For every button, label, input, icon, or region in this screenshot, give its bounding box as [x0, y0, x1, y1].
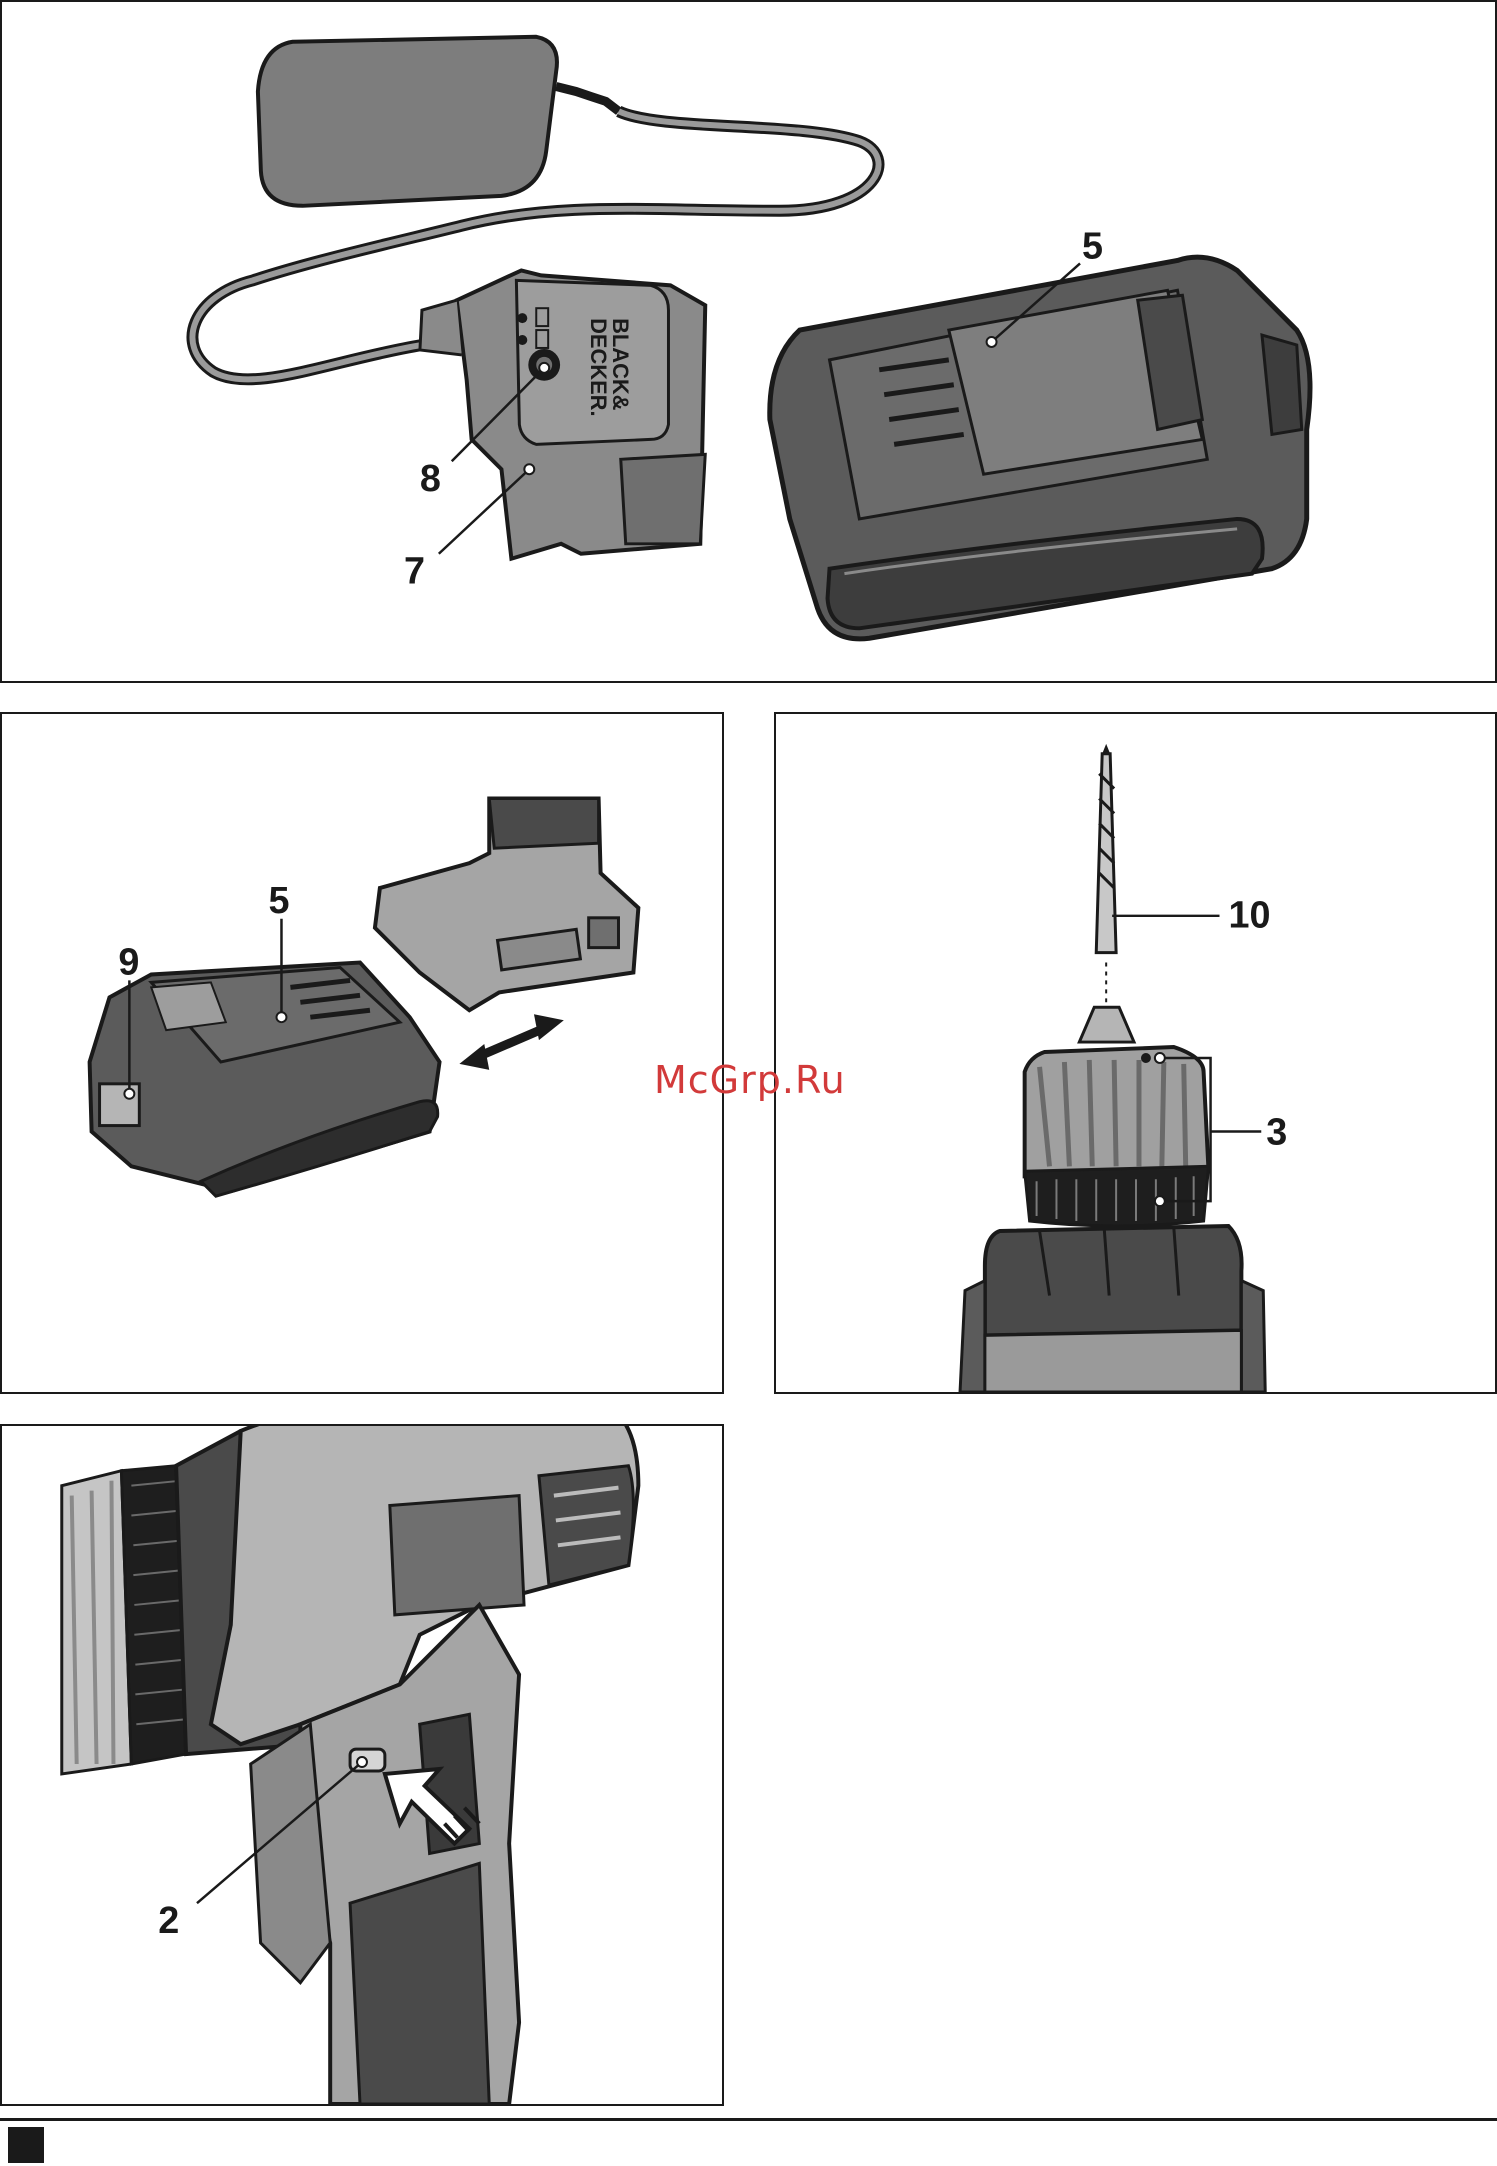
callout-8: 8: [420, 458, 441, 500]
drill-housing: [960, 1226, 1265, 1392]
charger-battery-illustration: BLACK& DECKER. 5 8 7: [2, 2, 1495, 681]
drill-bit: [1096, 744, 1116, 1002]
callout-3: 3: [1266, 1111, 1287, 1153]
figure-chuck-bit: 10 3: [774, 712, 1497, 1394]
callout-5: 5: [1082, 225, 1103, 267]
figure-charger-battery: BLACK& DECKER. 5 8 7: [0, 0, 1497, 683]
tool-foot: [375, 799, 638, 1011]
footer-rule: [0, 2118, 1497, 2121]
callout-5: 5: [269, 880, 290, 922]
battery-insertion-illustration: 5 9: [2, 714, 722, 1392]
charger-unit: BLACK& DECKER.: [420, 270, 705, 558]
direction-slider-illustration: 2: [2, 1426, 722, 2104]
watermark: McGrp.Ru: [654, 1058, 846, 1102]
keyless-chuck: [1025, 1007, 1209, 1226]
page-marker: [8, 2127, 44, 2163]
callout-10: 10: [1228, 895, 1270, 937]
insert-remove-arrow: [459, 1014, 563, 1070]
figure-battery-insertion: 5 9: [0, 712, 724, 1394]
brand-logo-line2: DECKER.: [586, 318, 611, 416]
battery-pack-large: [770, 257, 1310, 639]
callout-2: 2: [158, 1900, 179, 1942]
figure-direction-slider: 2: [0, 1424, 724, 2106]
battery-pack: [90, 963, 440, 1197]
callout-7: 7: [404, 551, 425, 593]
chuck-bit-illustration: 10 3: [776, 714, 1495, 1392]
wall-adapter: [258, 37, 619, 206]
callout-9: 9: [118, 941, 139, 983]
